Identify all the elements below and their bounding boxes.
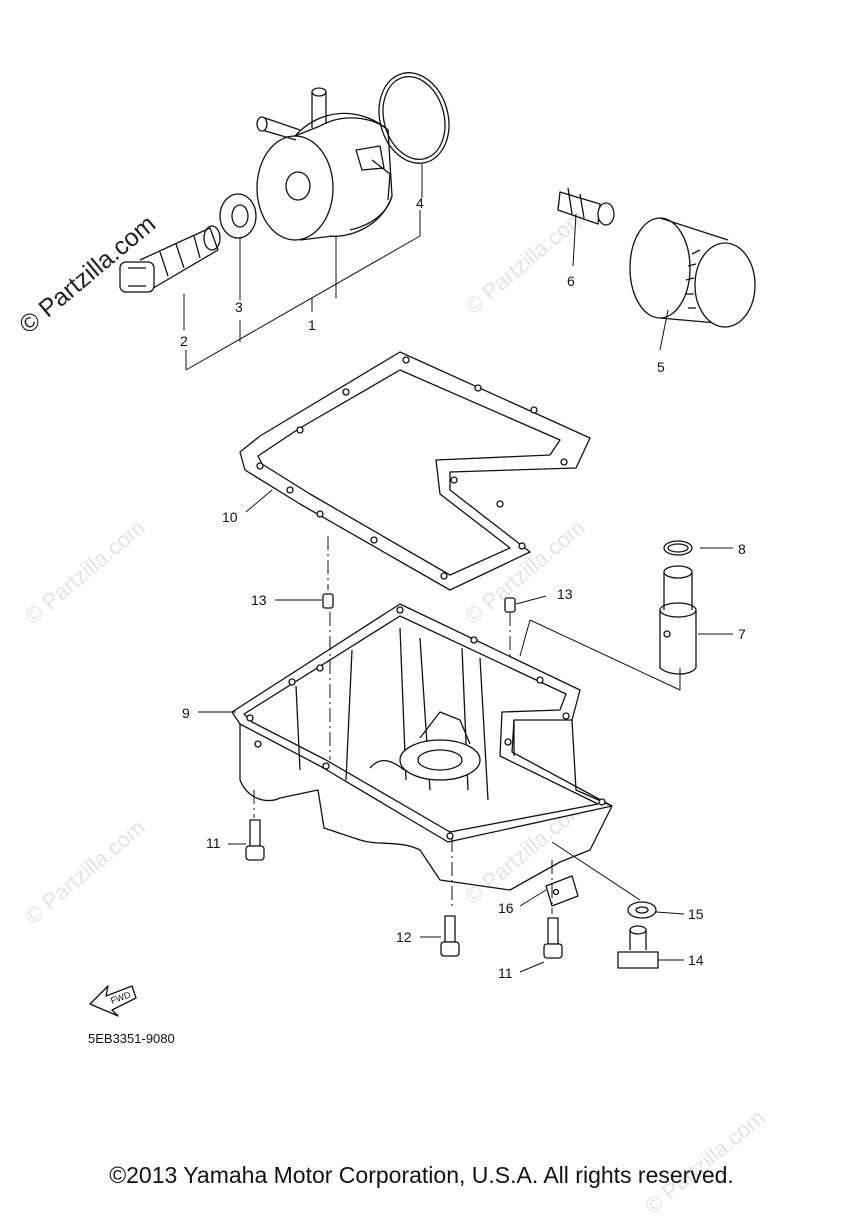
callout-11: 11 bbox=[206, 835, 221, 851]
callout-8: 8 bbox=[738, 541, 746, 557]
dowel-pin bbox=[504, 597, 516, 613]
fitting-part bbox=[557, 187, 615, 226]
callout-10: 10 bbox=[222, 509, 238, 525]
dowel-pin bbox=[322, 593, 334, 609]
callout-5: 5 bbox=[657, 359, 665, 375]
callout-3: 3 bbox=[235, 299, 243, 315]
union-bolt-part bbox=[119, 225, 221, 293]
washer-part bbox=[219, 193, 257, 239]
callout-2: 2 bbox=[180, 333, 188, 349]
pipe-part bbox=[659, 565, 697, 675]
callout-1: 1 bbox=[308, 317, 316, 333]
fwd-arrow-icon bbox=[89, 985, 137, 1017]
bolt-part bbox=[543, 917, 563, 959]
drain-bolt-part bbox=[617, 925, 659, 969]
callout-16: 16 bbox=[498, 900, 514, 916]
oil-pan-part bbox=[231, 603, 613, 891]
diagram-code: 5EB3351-9080 bbox=[88, 1031, 175, 1046]
callout-9: 9 bbox=[182, 705, 190, 721]
drain-washer bbox=[627, 901, 657, 919]
o-ring-small bbox=[663, 540, 693, 556]
gasket-part bbox=[239, 351, 591, 591]
callout-12: 12 bbox=[396, 929, 412, 945]
oil-cooler-part bbox=[256, 87, 393, 241]
callout-4: 4 bbox=[416, 195, 424, 211]
callout-13: 13 bbox=[251, 592, 267, 608]
callout-14: 14 bbox=[688, 952, 704, 968]
bolt-part bbox=[245, 819, 265, 861]
oil-filter-part bbox=[629, 217, 756, 328]
callout-6: 6 bbox=[567, 273, 575, 289]
callout-13: 13 bbox=[557, 586, 573, 602]
bolt-part bbox=[440, 915, 460, 957]
copyright-notice: ©2013 Yamaha Motor Corporation, U.S.A. A… bbox=[109, 1162, 734, 1188]
callout-7: 7 bbox=[738, 626, 746, 642]
callout-15: 15 bbox=[688, 906, 704, 922]
callout-11: 11 bbox=[498, 965, 513, 981]
o-ring-large bbox=[378, 72, 450, 164]
bracket-part bbox=[545, 875, 579, 907]
